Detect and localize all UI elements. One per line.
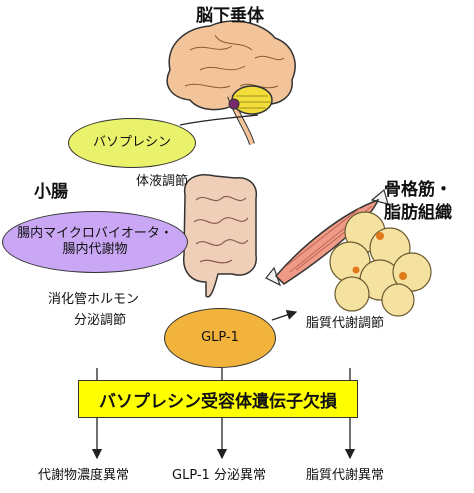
receptor-deficiency-banner: バソプレシン受容体遺伝子欠損 <box>78 380 358 418</box>
microbiota-label-line2: 腸内代謝物 <box>62 242 128 257</box>
small-intestine-label: 小腸 <box>34 182 68 202</box>
microbiota-node: 腸内マイクロバイオータ・ 腸内代謝物 <box>2 211 188 273</box>
intestine-illustration <box>182 174 258 298</box>
fat-cells-illustration <box>329 211 432 317</box>
gi-hormone-label-line1: 消化管ホルモン <box>48 292 140 307</box>
microbiota-label-line1: 腸内マイクロバイオータ・ <box>17 226 173 241</box>
brain-illustration <box>166 20 296 145</box>
receptor-deficiency-text: バソプレシン受容体遺伝子欠損 <box>99 391 337 412</box>
gi-hormone-label-line2: 分泌調節 <box>74 313 127 328</box>
pituitary-label: 脳下垂体 <box>196 6 264 26</box>
vasopressin-label: バソプレシン <box>92 135 171 150</box>
vasopressin-node: バソプレシン <box>68 118 196 168</box>
outcome-lipid-abnormality: 脂質代謝異常 <box>306 468 385 483</box>
glp1-node: GLP-1 <box>164 308 276 368</box>
fluid-regulation-label: 体液調節 <box>136 174 189 189</box>
muscle-fat-label-line1: 骨格筋・ <box>384 180 452 200</box>
outcome-metabolite-abnormality: 代謝物濃度異常 <box>38 468 130 483</box>
lipid-regulation-label: 脂質代謝調節 <box>306 316 385 331</box>
muscle-fat-label-line2: 脂肪組織 <box>384 203 452 223</box>
glp1-label: GLP-1 <box>201 330 239 345</box>
outcome-glp1-abnormality: GLP-1 分泌異常 <box>172 468 266 483</box>
